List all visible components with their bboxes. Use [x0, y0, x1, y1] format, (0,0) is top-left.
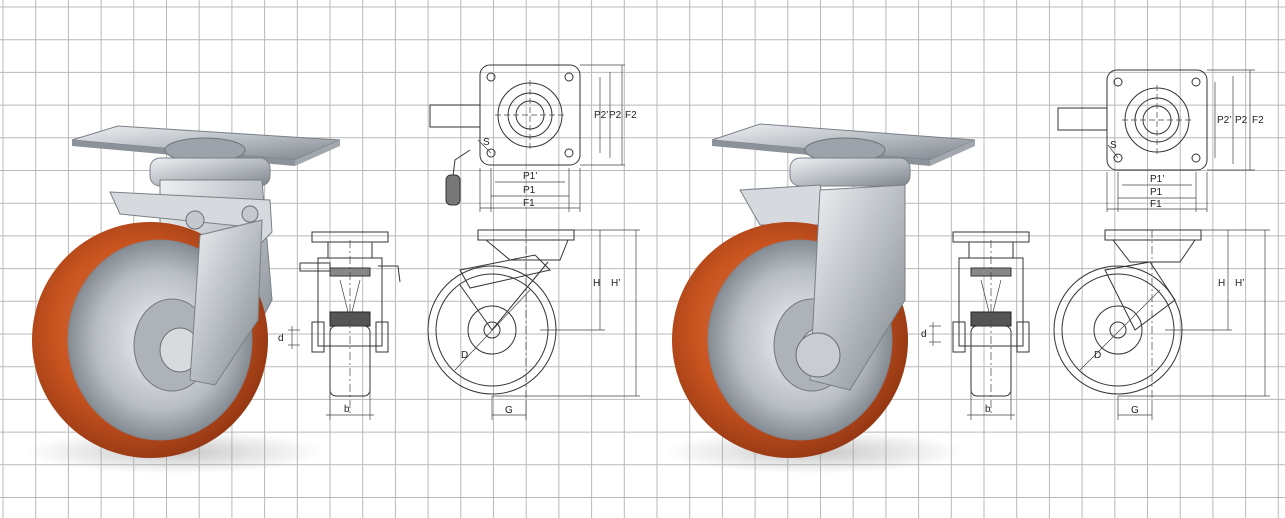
dim-label-p1: P1	[523, 185, 536, 196]
top-view-drawing-1: P2’ P2 F2 S P1’ P1 F1	[429, 64, 637, 212]
dim-label-d-small: d	[278, 333, 284, 344]
dim-label-h: H	[593, 278, 600, 289]
dim-label-d-large: D	[461, 350, 468, 361]
dim-label-g: G	[505, 405, 513, 416]
dim-label-p1-prime: P1’	[523, 171, 537, 182]
dim-label-f2-2: F2	[1252, 115, 1264, 126]
top-view-drawing-2: P2’ P2 F2 S P1’ P1 F1	[1057, 69, 1264, 212]
dim-label-f1-2: F1	[1150, 199, 1162, 210]
swivel-caster-icon	[665, 123, 976, 474]
dim-label-f1: F1	[523, 198, 535, 209]
dim-label-p2-prime-2: P2’	[1217, 115, 1231, 126]
dim-label-s-2: S	[1110, 140, 1117, 151]
dim-label-s: S	[483, 137, 490, 148]
dim-label-p2-2: P2	[1235, 115, 1248, 126]
dim-label-p2: P2	[609, 110, 622, 121]
dim-label-b: b	[344, 404, 350, 415]
dim-label-g-2: G	[1131, 405, 1139, 416]
front-view-drawing-2: d b	[921, 231, 1030, 420]
side-view-drawing-2: H H’ D G	[1053, 229, 1270, 420]
dim-label-d-small-2: d	[921, 329, 927, 340]
dim-label-p1-2: P1	[1150, 187, 1163, 198]
dim-label-f2: F2	[625, 110, 637, 121]
side-view-drawing-1: H H’ D G	[427, 229, 640, 420]
front-view-drawing-1: d b	[278, 231, 401, 420]
swivel-caster-with-brake-icon	[25, 125, 341, 474]
dim-label-d-large-2: D	[1094, 350, 1101, 361]
dim-label-b-2: b	[985, 404, 991, 415]
dim-label-h-prime: H’	[611, 278, 620, 289]
dim-label-h-2: H	[1218, 278, 1225, 289]
dim-label-p2-prime: P2’	[594, 110, 608, 121]
dim-label-p1-prime-2: P1’	[1150, 174, 1164, 185]
dim-label-h-prime-2: H’	[1235, 278, 1244, 289]
